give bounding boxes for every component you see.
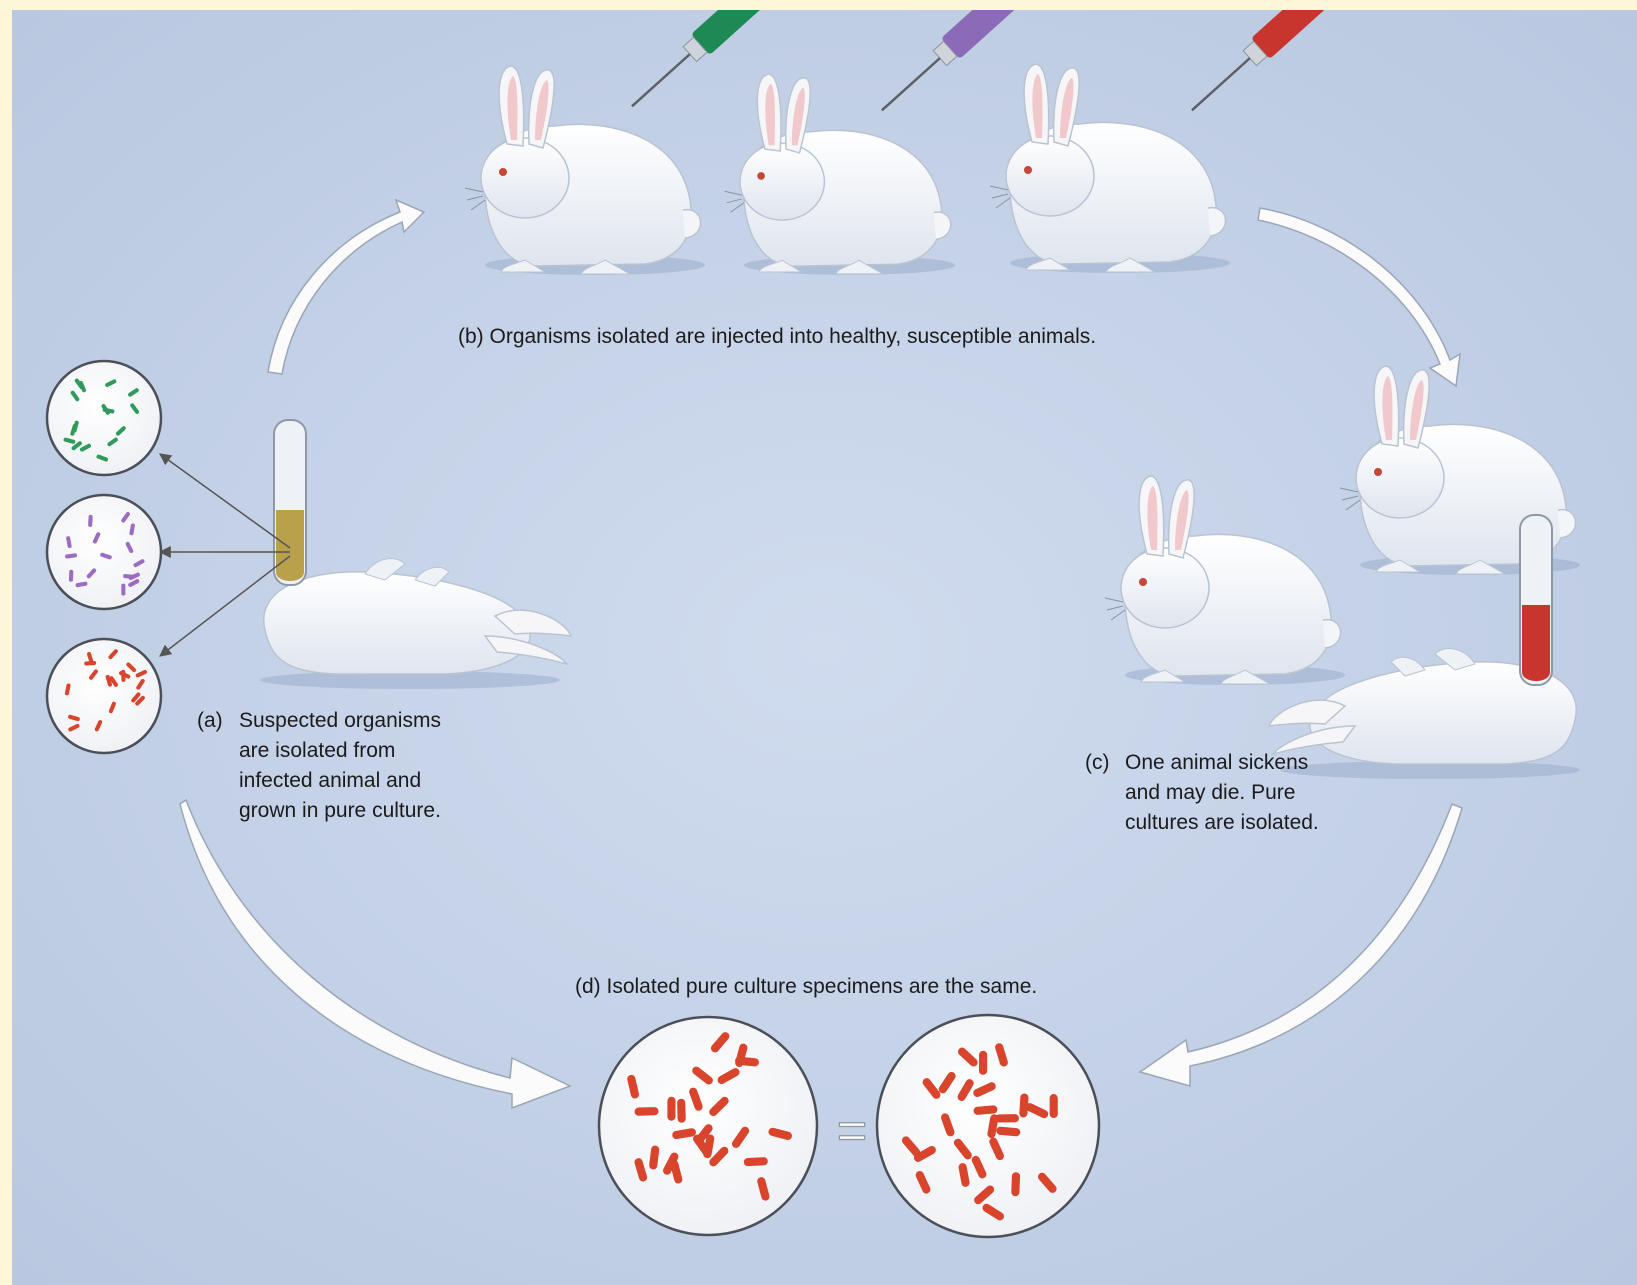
caption-step-a-tag: (a) [197,706,223,736]
bacterium-mark [88,515,93,527]
equals-sign: = [837,1102,867,1160]
test-tube-yellow-icon [274,420,306,585]
petri-dish-icon [877,1015,1099,1237]
bacterium-mark [979,1051,987,1075]
culture-dish-from-a [599,1017,817,1235]
culture-dish-purple [47,495,161,609]
culture-dish-green [47,361,161,475]
test-tube-red-icon [1520,515,1552,685]
bacterium-mark [677,1099,686,1123]
caption-step-c-text: One animal sickens and may die. Pure cul… [1125,748,1319,838]
bacterium-mark [1011,1172,1020,1196]
petri-dish-icon [47,639,161,753]
caption-step-c: (c) One animal sickens and may die. Pure… [1085,748,1405,848]
bacterium-mark [121,584,125,596]
bacterium-mark [634,1107,658,1116]
caption-step-a-text: Suspected organisms are isolated from in… [239,706,441,826]
diagram-canvas: = [12,10,1637,1285]
bacterium-mark [69,570,74,582]
bacterium-mark [995,1114,1019,1122]
caption-step-a: (a) Suspected organisms are isolated fro… [197,706,517,836]
caption-step-c-tag: (c) [1085,748,1110,778]
culture-dish-red [47,639,161,753]
bacterium-mark [667,1097,675,1121]
culture-dish-from-c [877,1015,1099,1237]
petri-dish-icon [47,495,161,609]
bacterium-mark [1050,1094,1058,1118]
caption-step-d-text: (d) Isolated pure culture specimens are … [575,972,1037,1002]
bacterium-mark [744,1157,768,1166]
caption-step-b-text: (b) Organisms isolated are injected into… [458,322,1096,352]
